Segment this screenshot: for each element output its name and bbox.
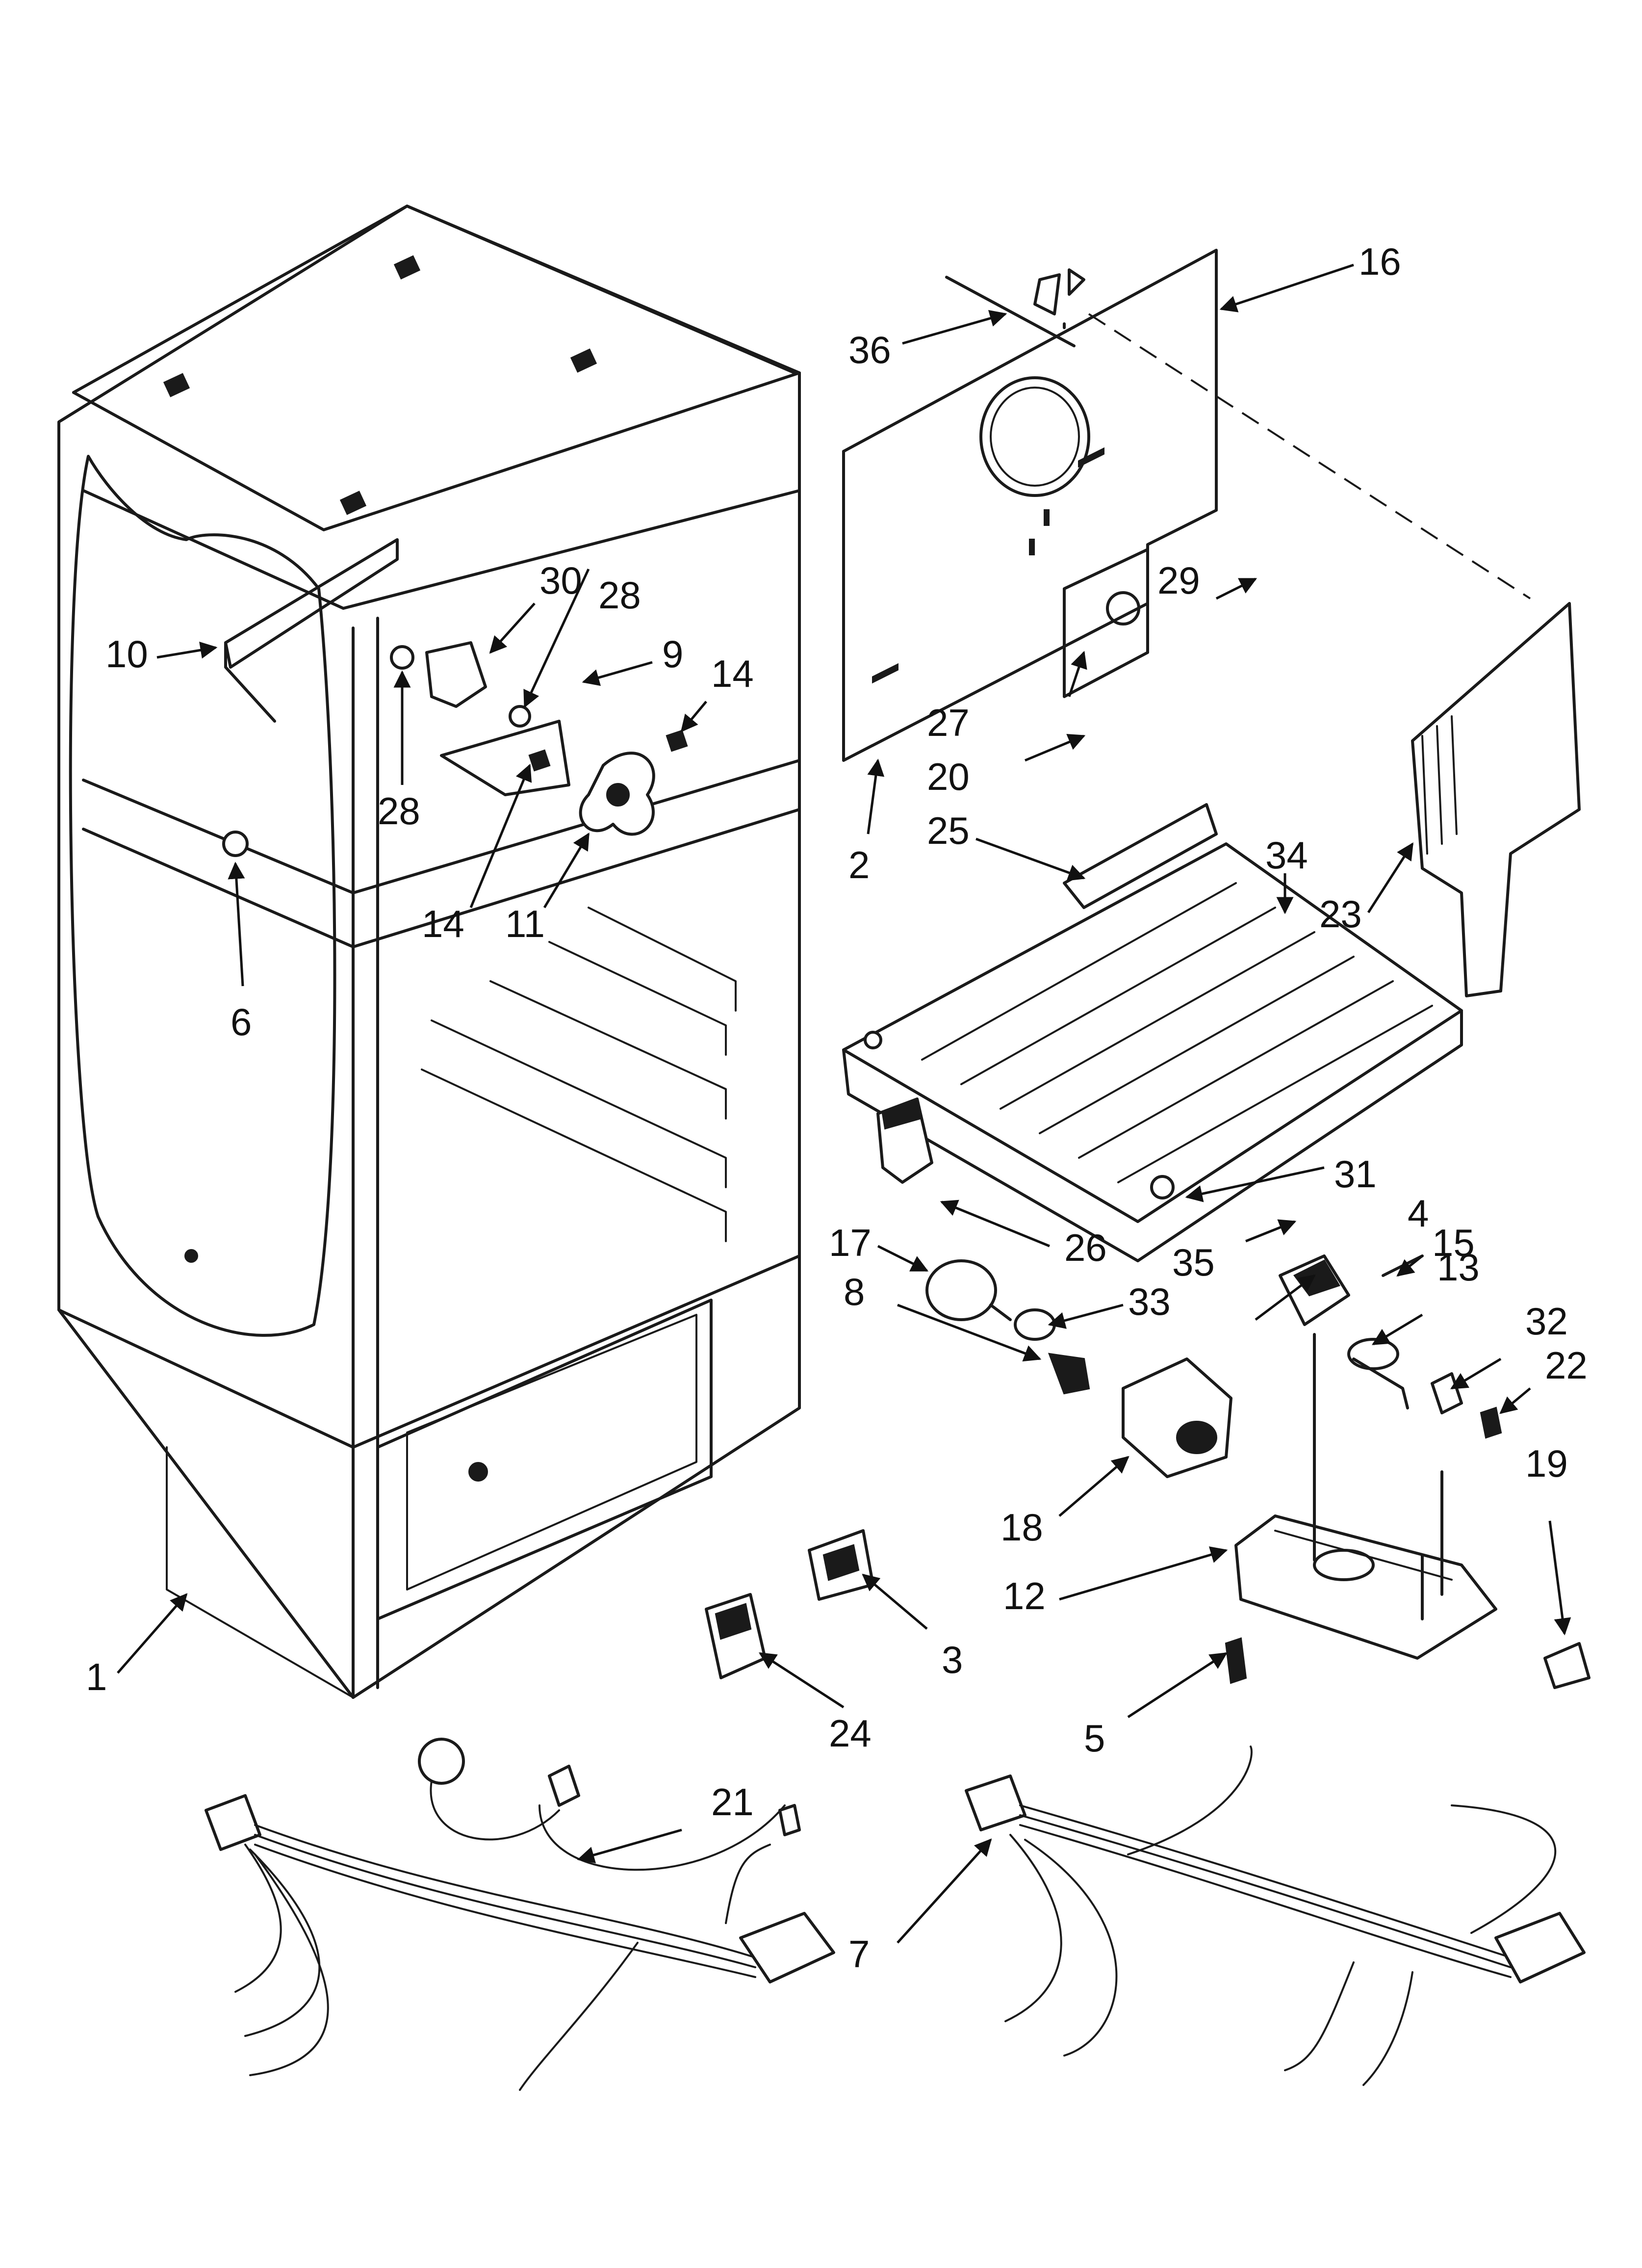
control-housing [1122,1357,1232,1478]
clip-part [1033,273,1061,315]
callout-28-upper: 28 [598,574,641,617]
callout-33: 33 [1128,1280,1171,1323]
callout-10: 10 [105,632,148,676]
callout-32: 32 [1525,1300,1568,1343]
callout-14-lower: 14 [422,902,464,945]
cabinet-liner [57,205,801,1699]
wire-harness-upper [205,1738,835,2091]
callout-19: 19 [1525,1442,1568,1485]
callout-7: 7 [848,1932,870,1976]
evaporator-fan-assembly [222,538,688,857]
callout-20: 20 [927,755,970,798]
callout-14-upper: 14 [711,652,754,695]
callout-22: 22 [1545,1344,1588,1387]
callout-6: 6 [231,1000,252,1043]
callout-labels: 1 2 3 4 5 6 7 8 9 10 11 12 13 14 14 15 1… [86,240,1588,1976]
callout-17: 17 [829,1221,872,1264]
callout-2: 2 [848,843,870,886]
air-grille [1088,313,1581,997]
leader-arrows [117,263,1571,1944]
callout-15: 15 [1432,1221,1475,1264]
callout-36: 36 [848,328,891,371]
callout-11: 11 [505,902,545,945]
callout-16: 16 [1359,240,1401,283]
light-socket-housing [876,1097,933,1184]
callout-34: 34 [1265,834,1308,877]
callout-25: 25 [927,809,970,852]
callout-9: 9 [662,632,683,676]
callout-27: 27 [927,701,970,744]
callout-24: 24 [829,1712,872,1755]
evaporator-cover-panel [842,249,1218,762]
callout-23: 23 [1319,892,1362,936]
callout-31: 31 [1334,1152,1377,1196]
callout-29: 29 [1157,559,1200,602]
callout-35: 35 [1172,1241,1215,1284]
callout-30: 30 [539,559,582,602]
callout-8: 8 [844,1270,865,1313]
callout-18: 18 [1001,1506,1043,1549]
callout-28-lower: 28 [378,789,420,833]
control-bracket [1234,1333,1497,1660]
callout-5: 5 [1084,1717,1105,1760]
callout-21: 21 [711,1780,754,1824]
wire-harness-lower [965,1746,1586,2086]
light-bulb-assembly [925,1259,1090,1395]
small-parts [705,1529,1591,1689]
evaporator [842,803,1463,1262]
callout-13: 13 [1437,1246,1480,1289]
callout-4: 4 [1408,1192,1429,1235]
callout-3: 3 [942,1638,963,1681]
callout-12: 12 [1003,1574,1046,1617]
callout-26: 26 [1064,1226,1107,1269]
callout-1: 1 [86,1655,107,1698]
